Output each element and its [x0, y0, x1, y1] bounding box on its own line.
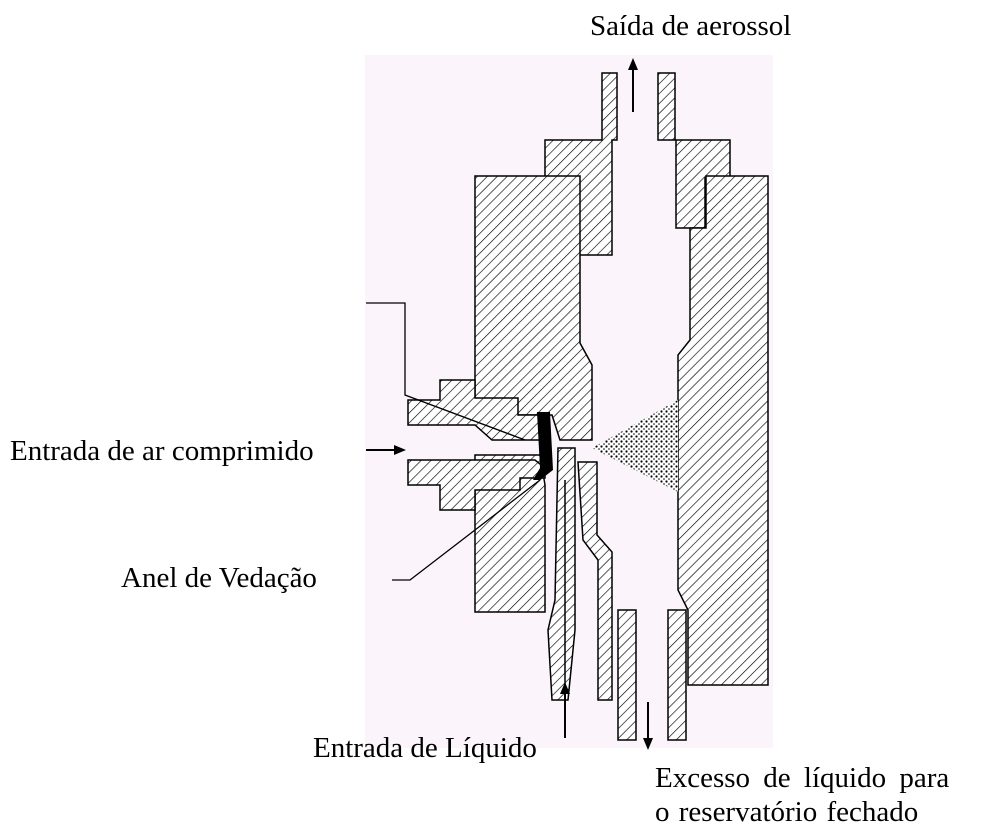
- excess-outlet-arrow: [643, 702, 653, 750]
- air-inlet-label: Entrada de ar comprimido: [10, 435, 314, 467]
- excess-liquid-label-line2: o reservatório fechado: [655, 796, 919, 828]
- liquid-inlet-label: Entrada de Líquido: [313, 732, 537, 764]
- aerosol-outlet-label: Saída de aerossol: [590, 10, 792, 42]
- liquid-inlet-arrow: [560, 682, 570, 738]
- drain-collar-right: [667, 609, 687, 741]
- sealing-ring-label: Anel de Vedação: [121, 562, 317, 594]
- right-body: [677, 175, 769, 686]
- liquid-capillary: [547, 447, 576, 701]
- sealing-ring: [533, 412, 553, 480]
- excess-liquid-label-line1: Excesso de líquido para: [655, 762, 950, 794]
- sealing-ring-leader-line: [392, 479, 541, 581]
- outlet-collar-right: [657, 72, 731, 229]
- air-leader-line: [366, 302, 526, 441]
- drain-collar-left: [617, 609, 637, 741]
- drain-tube: [577, 461, 613, 701]
- aerosol-outlet-arrow: [628, 58, 638, 112]
- air-inlet-arrow: [366, 445, 406, 455]
- aerosol-spray-cone: [592, 400, 678, 492]
- left-body-lower: [474, 454, 546, 613]
